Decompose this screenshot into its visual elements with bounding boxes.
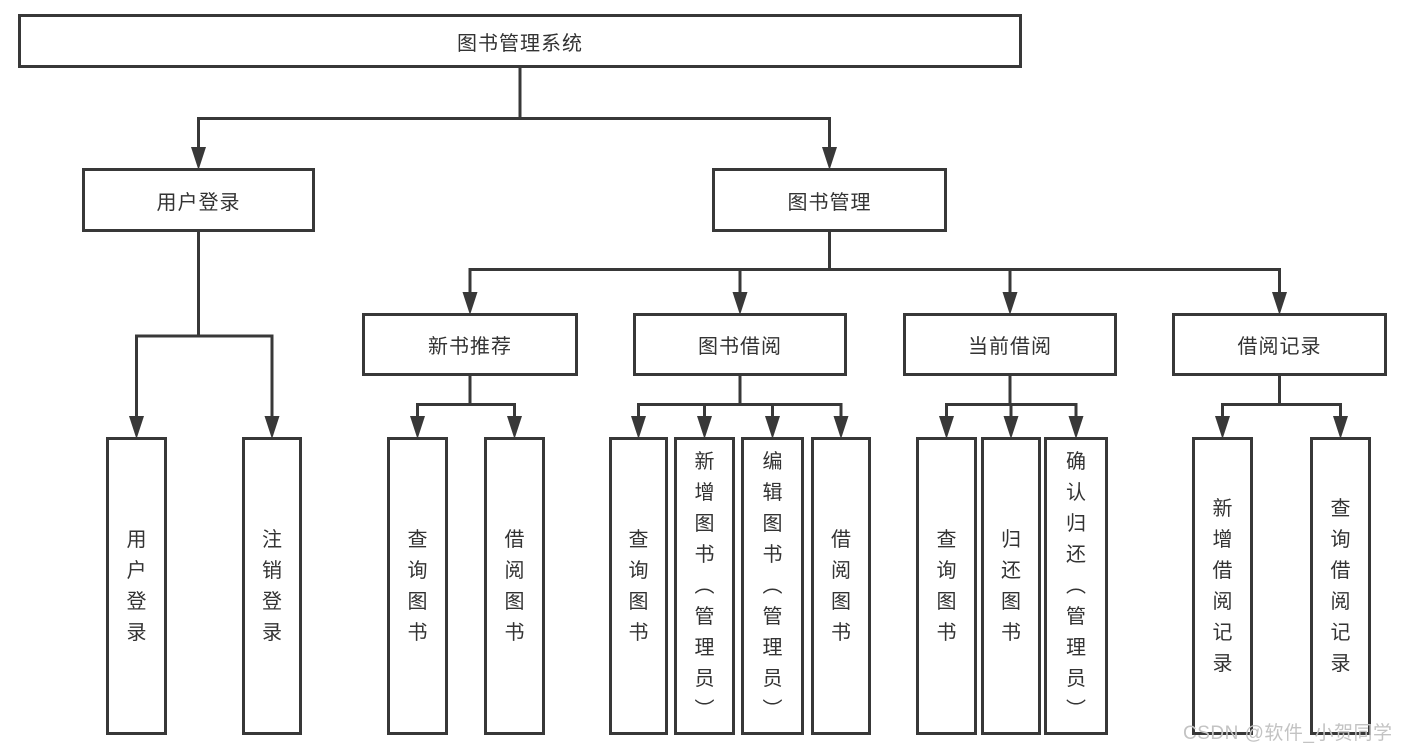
leaf-confirm-return-admin: 确认归还︵管理员︶ (1044, 437, 1108, 735)
leaf-user-login: 用户登录 (106, 437, 167, 735)
leaf-query-books-recommend-label: 查询图书 (407, 528, 428, 644)
node-current-borrowing-label: 当前借阅 (968, 336, 1052, 358)
node-user-login-label: 用户登录 (156, 191, 241, 214)
node-book-borrowing: 图书借阅 (633, 313, 847, 376)
leaf-query-books-current: 查询图书 (916, 437, 977, 735)
node-borrowing-records: 借阅记录 (1172, 313, 1387, 376)
node-user-login: 用户登录 (82, 168, 315, 232)
leaf-add-borrow-record-label: 新增借阅记录 (1212, 497, 1233, 675)
leaf-query-books-recommend: 查询图书 (387, 437, 448, 735)
node-book-management: 图书管理 (712, 168, 947, 232)
leaf-return-books-label: 归还图书 (1001, 528, 1021, 644)
node-borrowing-records-label: 借阅记录 (1237, 336, 1322, 358)
leaf-query-borrow-record-label: 查询借阅记录 (1330, 497, 1351, 675)
leaf-confirm-return-admin-label: 确认归还︵管理员︶ (1066, 451, 1086, 721)
leaf-return-books: 归还图书 (981, 437, 1041, 735)
node-book-borrowing-label: 图书借阅 (698, 336, 782, 358)
leaf-borrow-books: 借阅图书 (811, 437, 871, 735)
leaf-add-books-admin-label: 新增图书︵管理员︶ (694, 451, 715, 721)
leaf-query-borrow-record: 查询借阅记录 (1310, 437, 1371, 735)
leaf-user-login-label: 用户登录 (126, 528, 147, 644)
leaf-borrow-books-recommend-label: 借阅图书 (504, 528, 525, 644)
leaf-query-books-borrowing-label: 查询图书 (628, 528, 649, 644)
csdn-watermark: CSDN @软件_小贺同学 (1183, 723, 1393, 744)
leaf-edit-books-admin: 编辑图书︵管理员︶ (741, 437, 804, 735)
leaf-edit-books-admin-label: 编辑图书︵管理员︶ (762, 451, 783, 721)
leaf-query-books-current-label: 查询图书 (936, 528, 957, 644)
leaf-borrow-books-label: 借阅图书 (831, 528, 851, 644)
node-library-system: 图书管理系统 (18, 14, 1022, 68)
node-library-system-label: 图书管理系统 (457, 32, 583, 55)
arrowheads (129, 147, 1348, 439)
leaf-borrow-books-recommend: 借阅图书 (484, 437, 545, 735)
node-new-book-recommend: 新书推荐 (362, 313, 578, 376)
leaf-add-books-admin: 新增图书︵管理员︶ (674, 437, 735, 735)
leaf-add-borrow-record: 新增借阅记录 (1192, 437, 1253, 735)
leaf-logout: 注销登录 (242, 437, 302, 735)
node-book-management-label: 图书管理 (787, 191, 872, 214)
leaf-query-books-borrowing: 查询图书 (609, 437, 668, 735)
leaf-logout-label: 注销登录 (262, 528, 282, 644)
node-new-book-recommend-label: 新书推荐 (428, 336, 512, 358)
node-current-borrowing: 当前借阅 (903, 313, 1117, 376)
